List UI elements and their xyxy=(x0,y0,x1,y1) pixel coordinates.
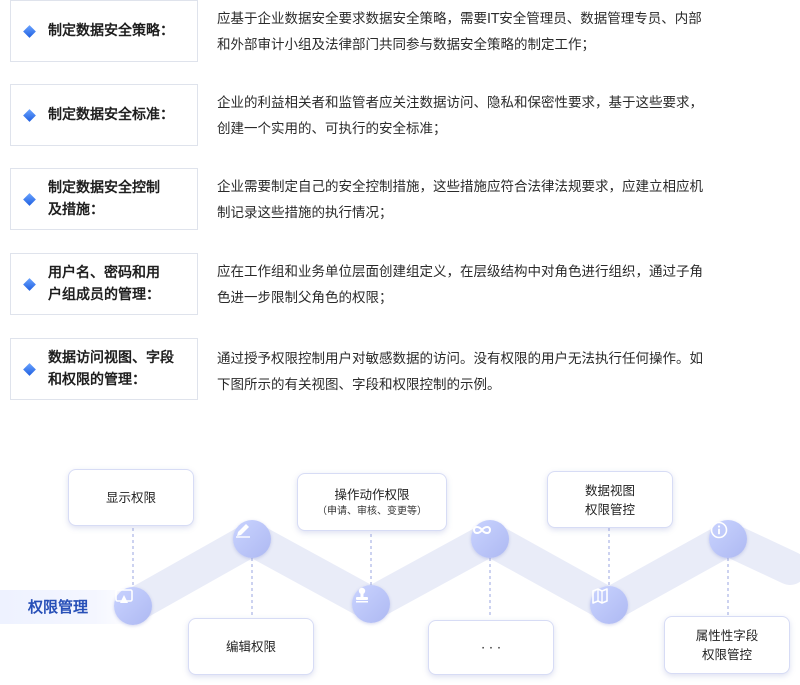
edit-permission-card: 编辑权限 xyxy=(188,618,314,675)
diamond-bullet-icon xyxy=(23,277,36,291)
strategy-title: 制定数据安全控制 及措施： xyxy=(48,180,160,218)
strategy-description: 企业的利益相关者和监管者应关注数据访问、隐私和保密性要求，基于这些要求， 创建一… xyxy=(217,95,703,137)
strategy-title: 制定数据安全标准： xyxy=(48,107,174,123)
display-permission-card: 显示权限 xyxy=(68,469,194,526)
stamp-icon xyxy=(352,585,390,623)
diamond-bullet-icon xyxy=(23,192,36,206)
diamond-bullet-icon xyxy=(23,362,36,376)
action-permission-card: 操作动作权限 （申请、审核、变更等） xyxy=(297,473,447,531)
connector-lines xyxy=(132,528,729,618)
strategy-title-box: 制定数据安全标准： xyxy=(10,84,198,146)
strategy-title-box: 制定数据安全控制 及措施： xyxy=(10,168,198,230)
strategy-description: 通过授予权限控制用户对敏感数据的访问。没有权限的用户无法执行任何操作。如 下图所… xyxy=(217,351,703,393)
diamond-bullet-icon xyxy=(23,24,36,38)
strategy-description: 企业需要制定自己的安全控制措施，这些措施应符合法律法规要求，应建立相应机 制记录… xyxy=(217,179,703,221)
permission-diagram: 权限管理 显示权限 编辑权限 操作动作权限 （申请、审核、变更等） · · · … xyxy=(0,440,800,685)
screen-icon xyxy=(114,587,152,625)
more-card: · · · xyxy=(428,620,554,675)
strategy-title-box: 制定数据安全策略： xyxy=(10,0,198,62)
strategy-title-box: 数据访问视图、字段 和权限的管理： xyxy=(10,338,198,400)
book-icon xyxy=(590,586,628,624)
data-view-permission-card: 数据视图 权限管控 xyxy=(547,471,673,528)
zigzag-path xyxy=(116,522,800,623)
strategy-title: 用户名、密码和用 户组成员的管理： xyxy=(48,265,160,303)
info-icon xyxy=(709,520,747,558)
strategy-description: 应在工作组和业务单位层面创建组定义，在层级结构中对角色进行组织，通过子角 色进一… xyxy=(217,264,703,306)
permission-root-label: 权限管理 xyxy=(0,590,135,624)
diamond-bullet-icon xyxy=(23,108,36,122)
strategy-title: 制定数据安全策略： xyxy=(48,23,174,39)
strategy-description: 应基于企业数据安全要求数据安全策略，需要IT安全管理员、数据管理专员、内部 和外… xyxy=(217,11,702,53)
pencil-icon xyxy=(233,520,271,558)
infinity-icon xyxy=(471,520,509,558)
strategy-title: 数据访问视图、字段 和权限的管理： xyxy=(48,350,174,388)
field-permission-card: 属性性字段 权限管控 xyxy=(664,616,790,674)
strategy-title-box: 用户名、密码和用 户组成员的管理： xyxy=(10,253,198,315)
